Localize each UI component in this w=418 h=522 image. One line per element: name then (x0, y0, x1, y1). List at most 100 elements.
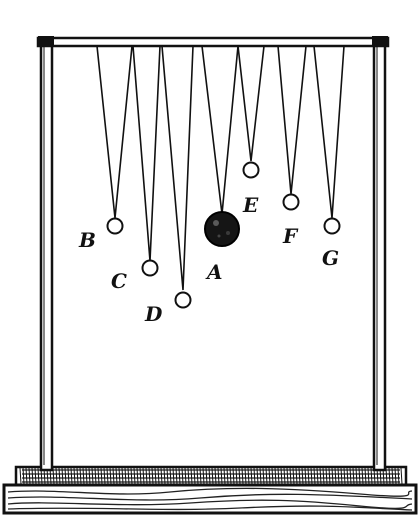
string-C (132, 45, 161, 262)
base-hatch-line (169, 467, 172, 485)
base-hatch-line (343, 467, 346, 485)
string-A (201, 45, 239, 215)
base-hatch-line (205, 467, 208, 485)
base-hatch-line (121, 467, 124, 485)
base-hatch-line (199, 467, 202, 485)
base-hatch-line (268, 467, 271, 485)
base-hatch-line (112, 467, 115, 485)
string-G (313, 45, 345, 219)
base-hatch-line (352, 467, 355, 485)
base-hatch-line (208, 467, 211, 485)
base-hatch-line (319, 467, 322, 485)
base-hatch-line (235, 467, 238, 485)
bob-F (282, 193, 300, 211)
base-hatch-line (148, 467, 151, 485)
base-hatch-line (76, 467, 79, 485)
base-hatch-line (178, 467, 181, 485)
base-hatch-line (310, 467, 313, 485)
base-hatch-line (298, 467, 301, 485)
base-hatch-line (253, 467, 256, 485)
labels: B C D A E F G (78, 193, 339, 326)
base-hatch-line (190, 467, 193, 485)
base-hatch-line (196, 467, 199, 485)
base-hatch-line (367, 467, 370, 485)
base-hatch-line (265, 467, 268, 485)
string-F (277, 45, 307, 195)
base-hatch-line (349, 467, 352, 485)
base-hatch-line (256, 467, 259, 485)
base-hatch-line (73, 467, 76, 485)
base-hatch-line (70, 467, 73, 485)
frame (36, 36, 390, 472)
base-hatch-line (127, 467, 130, 485)
base-hatch-line (25, 467, 28, 485)
base-hatch-line (115, 467, 118, 485)
base-hatch-line (103, 467, 106, 485)
base-hatch-line (22, 467, 25, 485)
base-hatch-line (28, 467, 31, 485)
base-hatch-line (58, 467, 61, 485)
left-post-cap (38, 36, 54, 46)
bob-C (141, 259, 159, 277)
base-hatch-line (193, 467, 196, 485)
base-hatch-line (244, 467, 247, 485)
base-hatch-line (280, 467, 283, 485)
base-hatch-line (292, 467, 295, 485)
base-hatch-line (307, 467, 310, 485)
label-A: A (205, 260, 223, 284)
base-hatch-line (211, 467, 214, 485)
base-hatch-line (358, 467, 361, 485)
base-hatch-line (184, 467, 187, 485)
base-hatch-line (202, 467, 205, 485)
base-hatch-line (130, 467, 133, 485)
base-hatch-line (94, 467, 97, 485)
base-hatch-line (391, 467, 394, 485)
base-hatch-line (109, 467, 112, 485)
base-hatch-line (322, 467, 325, 485)
base-hatch-line (313, 467, 316, 485)
string-E (237, 45, 265, 162)
base-hatch-line (97, 467, 100, 485)
left-post (39, 40, 54, 472)
base-hatch-line (151, 467, 154, 485)
base-hatch-line (340, 467, 343, 485)
base-hatch-line (397, 467, 400, 485)
base-hatch-line (166, 467, 169, 485)
bob-B (106, 217, 124, 235)
base-hatch-line (226, 467, 229, 485)
string-B (96, 45, 133, 219)
base-hatch-line (328, 467, 331, 485)
base-hatch-line (274, 467, 277, 485)
base-hatch-line (259, 467, 262, 485)
base-hatch-line (394, 467, 397, 485)
base-hatch-line (67, 467, 70, 485)
base-hatch-line (187, 467, 190, 485)
base-hatch-line (262, 467, 265, 485)
base-hatch-line (283, 467, 286, 485)
base-hatch-line (100, 467, 103, 485)
base-hatch-line (142, 467, 145, 485)
base-hatch-line (106, 467, 109, 485)
base-hatch-line (82, 467, 85, 485)
base-hatch-line (145, 467, 148, 485)
base-hatch-line (217, 467, 220, 485)
base-hatch-line (232, 467, 235, 485)
strings (96, 45, 345, 291)
base-hatch-line (88, 467, 91, 485)
base-hatch-line (136, 467, 139, 485)
right-post (372, 40, 387, 472)
base-hatch-line (325, 467, 328, 485)
base-hatch-line (34, 467, 37, 485)
base-hatch-line (400, 467, 403, 485)
base-hatch-line (277, 467, 280, 485)
base-hatch-line (370, 467, 373, 485)
base-hatch-line (250, 467, 253, 485)
base-hatch-line (85, 467, 88, 485)
base-hatch-line (301, 467, 304, 485)
base-hatch-line (361, 467, 364, 485)
base-hatch-line (139, 467, 142, 485)
base-hatch-line (160, 467, 163, 485)
base-hatch-line (346, 467, 349, 485)
